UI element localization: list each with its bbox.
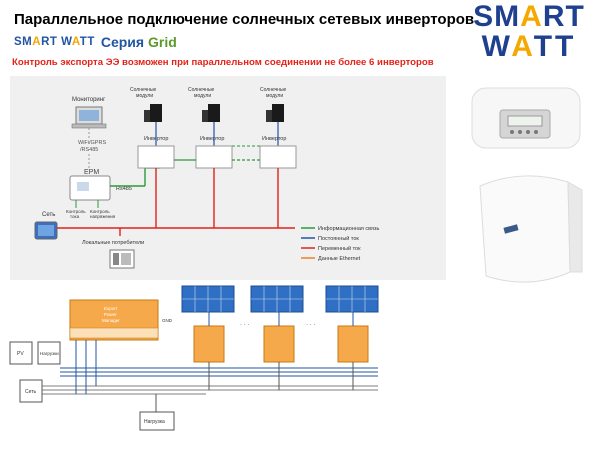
svg-text:· · ·: · · · bbox=[240, 322, 249, 328]
monitoring-label: Мониторинг bbox=[72, 97, 106, 103]
consumers-box bbox=[37, 341, 61, 365]
epm-device-icon bbox=[69, 175, 111, 201]
pv-module-icon bbox=[150, 104, 162, 122]
rs-label: /RS485 bbox=[80, 147, 98, 153]
svg-text:· · ·: · · · bbox=[306, 322, 315, 328]
epm-label: EPM bbox=[84, 169, 99, 176]
svg-text:PV: PV bbox=[17, 351, 24, 357]
svg-text:Power: Power bbox=[104, 312, 117, 317]
diagram-top-svg: Мониторинг WiFi/GPRS /RS485 EPM Rs485 Ко… bbox=[34, 87, 380, 269]
pv-module-icon bbox=[208, 104, 220, 122]
svg-text:тока: тока bbox=[70, 214, 80, 219]
grid-box bbox=[19, 379, 43, 403]
legend: Информационная связь Постоянный ток Пере… bbox=[301, 226, 380, 262]
page-title: Параллельное подключение солнечных сетев… bbox=[14, 11, 475, 28]
consumers-icon bbox=[109, 249, 135, 269]
svg-text:Солнечные: Солнечные bbox=[130, 87, 157, 93]
svg-text:Manager: Manager bbox=[102, 318, 120, 323]
product-photos bbox=[450, 76, 600, 316]
series-title: Серия Grid bbox=[100, 34, 177, 50]
svg-text:Контроль: Контроль bbox=[66, 209, 86, 214]
laptop-icon bbox=[71, 106, 107, 129]
svg-text:модули: модули bbox=[136, 93, 153, 99]
grid-label: Сеть bbox=[42, 212, 55, 218]
svg-text:Сеть: Сеть bbox=[25, 389, 37, 395]
svg-text:GND: GND bbox=[162, 318, 173, 323]
wiring-diagram: · · · · · · Export Power Manager GND PV bbox=[6, 280, 388, 448]
svg-text:Информационная связь: Информационная связь bbox=[318, 226, 380, 232]
solar-array-3 bbox=[325, 285, 379, 313]
svg-text:Солнечные: Солнечные bbox=[188, 87, 215, 93]
diagram-bottom-svg: · · · · · · Export Power Manager GND PV bbox=[9, 285, 379, 431]
inverter-unit-1 bbox=[193, 312, 225, 363]
svg-text:Контроль: Контроль bbox=[90, 209, 110, 214]
inverter-icon bbox=[259, 145, 297, 169]
smartwatt-logo: SMART WATT bbox=[473, 0, 585, 63]
svg-text:Инвертор: Инвертор bbox=[262, 136, 286, 142]
svg-text:Инвертор: Инвертор bbox=[200, 136, 224, 142]
pv-module-icon bbox=[272, 104, 284, 122]
inverter-icon bbox=[137, 145, 175, 169]
load-box bbox=[139, 411, 175, 431]
subtitle-export-control: Контроль экспорта ЭЭ возможен при паралл… bbox=[12, 57, 434, 68]
svg-text:Переменный ток: Переменный ток bbox=[318, 245, 361, 252]
svg-text:Export: Export bbox=[104, 306, 118, 311]
inverter-icon bbox=[195, 145, 233, 169]
inverter-column-2: Солнечные модули Инвертор bbox=[188, 87, 233, 228]
inverter-column-3: Солнечные модули Инвертор bbox=[259, 87, 297, 228]
inverter-unit-3 bbox=[337, 312, 369, 363]
brand-row: SMART WATT Серия Grid bbox=[14, 34, 177, 50]
parallel-connection-diagram: Мониторинг WiFi/GPRS /RS485 EPM Rs485 Ко… bbox=[10, 76, 446, 280]
svg-text:модули: модули bbox=[266, 93, 283, 99]
inverter-product-image bbox=[479, 175, 583, 283]
smartwatt-small-logo: SMART WATT bbox=[14, 36, 95, 48]
grid-panel-icon bbox=[34, 221, 58, 240]
svg-text:Нагрузка: Нагрузка bbox=[144, 419, 165, 425]
svg-text:Данные Ethernet: Данные Ethernet bbox=[318, 256, 361, 262]
solar-array-2 bbox=[250, 285, 304, 313]
svg-text:Постоянный ток: Постоянный ток bbox=[318, 235, 359, 242]
solar-array-1 bbox=[181, 285, 235, 313]
svg-text:Нагрузки: Нагрузки bbox=[40, 351, 59, 356]
export-power-manager: Export Power Manager GND bbox=[69, 299, 173, 341]
svg-text:модули: модули bbox=[194, 93, 211, 99]
epm-product-image bbox=[471, 87, 581, 149]
pv-box bbox=[9, 341, 33, 365]
inverter-column-1: Солнечные модули Инвертор bbox=[130, 87, 175, 228]
consumers-label: Локальные потребители bbox=[82, 240, 144, 246]
rs485-label: Rs485 bbox=[116, 186, 132, 192]
inverter-photos-svg bbox=[471, 87, 583, 283]
svg-text:Солнечные: Солнечные bbox=[260, 87, 287, 93]
svg-text:напряжения: напряжения bbox=[90, 214, 116, 219]
wifi-label: WiFi/GPRS bbox=[78, 140, 106, 146]
inverter-unit-2 bbox=[263, 312, 295, 363]
